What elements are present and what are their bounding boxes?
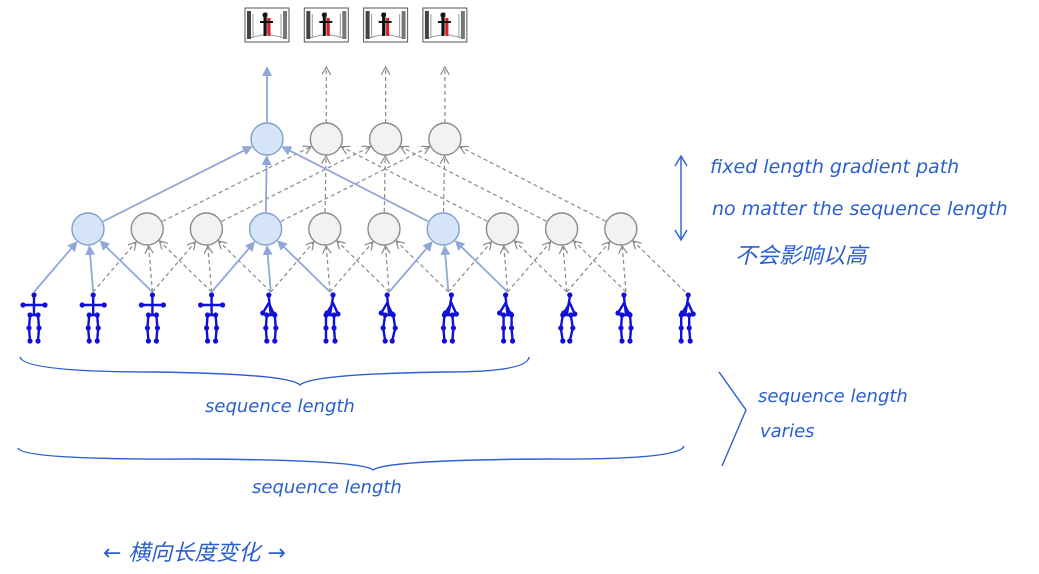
pose-figure xyxy=(558,292,578,344)
short-sequence-brace xyxy=(19,356,530,386)
output-frame xyxy=(422,7,468,43)
dashed-arrow-pose-to-l1 xyxy=(326,247,330,293)
input-pose-sequence xyxy=(20,292,696,344)
solid-arrow-pose-to-l1 xyxy=(85,244,96,293)
dashed-arrow-l1-to-l2 xyxy=(221,147,370,222)
bottom-note: ← 横向长度变化 → xyxy=(103,541,286,566)
layer1-node xyxy=(71,212,105,246)
nodes xyxy=(71,122,638,246)
pose-figure xyxy=(138,292,166,344)
dashed-arrow-pose-to-l1 xyxy=(504,247,508,293)
dashed-arrow-l1-to-l2 xyxy=(461,147,606,222)
output-frame xyxy=(363,7,409,43)
fixed-path-text-1: fixed length gradient path xyxy=(710,156,959,178)
output-frames xyxy=(244,7,468,43)
dashed-arrow-pose-to-l1 xyxy=(622,247,626,293)
dashed-arrow-pose-to-l1 xyxy=(338,242,390,293)
double-arrow-head-up xyxy=(674,154,688,167)
annotation-group: fixed length gradient path no matter the… xyxy=(17,154,1008,566)
layer1-node xyxy=(248,212,283,246)
dashed-arrow-pose-to-l1 xyxy=(447,243,490,293)
solid-arrow-l1-to-l2 xyxy=(102,146,253,223)
dashed-arrow-pose-to-l1 xyxy=(515,242,568,293)
solid-arrow-pose-to-l1 xyxy=(440,244,451,293)
output-frame xyxy=(244,7,290,43)
pose-figure xyxy=(198,292,226,344)
dashed-arrow-pose-to-l1 xyxy=(151,243,194,293)
layer1-node xyxy=(367,212,401,246)
solid-arrow-pose-to-l1 xyxy=(210,241,256,293)
dashed-arrow-l1-to-l2 xyxy=(325,157,326,213)
layer2-node xyxy=(309,122,343,156)
pose-figure xyxy=(378,292,398,344)
double-arrow-head-down xyxy=(674,229,688,242)
dashed-arrow-pose-to-l1 xyxy=(385,247,389,293)
dashed-arrow-pose-to-l1 xyxy=(566,243,609,293)
layer1-node xyxy=(189,212,224,246)
pose-figure xyxy=(260,292,279,344)
solid-arrow-pose-to-l1 xyxy=(33,241,78,293)
output-frame xyxy=(303,7,349,43)
layer2-node xyxy=(428,122,462,156)
layer1-node xyxy=(604,212,638,246)
dashed-arrow-pose-to-l1 xyxy=(92,243,135,293)
pose-figure xyxy=(615,292,634,344)
long-sequence-brace xyxy=(17,445,685,471)
dashed-arrow-pose-to-l1 xyxy=(208,247,212,293)
dashed-arrow-pose-to-l1 xyxy=(634,242,686,293)
short-brace-label: sequence length xyxy=(205,396,355,417)
varies-text-2: varies xyxy=(760,421,815,442)
dashed-arrow-l1-to-l2 xyxy=(402,147,547,222)
dashed-arrow-l1-to-l2 xyxy=(342,147,488,222)
dashed-connections xyxy=(92,68,686,293)
dashed-arrow-pose-to-l1 xyxy=(219,242,272,293)
layer2-node xyxy=(250,122,284,156)
dashed-arrow-pose-to-l1 xyxy=(160,242,213,293)
layer1-node xyxy=(130,212,164,246)
layer2-node xyxy=(368,122,403,156)
chinese-note: 不会影响以高 xyxy=(735,244,870,269)
solid-arrow-pose-to-l1 xyxy=(99,240,154,293)
solid-arrow-pose-to-l1 xyxy=(454,240,509,293)
pose-figure xyxy=(678,292,696,344)
pose-figure xyxy=(323,292,341,344)
pose-figure xyxy=(440,292,459,344)
fixed-path-text-2: no matter the sequence length xyxy=(712,198,1008,220)
layer1-node xyxy=(485,212,520,246)
dashed-arrow-pose-to-l1 xyxy=(507,243,550,293)
dashed-arrow-l1-to-l2 xyxy=(384,157,385,213)
varies-text-1: sequence length xyxy=(758,386,908,407)
long-brace-label: sequence length xyxy=(252,477,402,498)
dashed-arrow-pose-to-l1 xyxy=(563,247,567,293)
dashed-arrow-l1-to-l2 xyxy=(162,147,310,222)
pose-figure xyxy=(79,292,107,344)
dashed-arrow-pose-to-l1 xyxy=(574,242,627,293)
dashed-arrow-pose-to-l1 xyxy=(270,243,313,293)
dashed-arrow-pose-to-l1 xyxy=(149,247,153,293)
layer1-node xyxy=(544,212,579,246)
layer1-node xyxy=(308,212,342,246)
pose-figure xyxy=(497,292,516,344)
dashed-arrow-pose-to-l1 xyxy=(397,242,449,293)
pose-figure xyxy=(20,292,48,344)
solid-arrow-pose-to-l1 xyxy=(277,240,331,293)
layer1-node xyxy=(426,212,460,246)
varies-chevron xyxy=(718,371,747,467)
dashed-arrow-l1-to-l2 xyxy=(444,157,445,213)
highlighted-gradient-path xyxy=(33,66,509,293)
solid-arrow-pose-to-l1 xyxy=(262,244,273,293)
solid-arrow-pose-to-l1 xyxy=(388,241,433,293)
solid-arrow-l1-to-l2 xyxy=(261,154,272,213)
solid-arrow-l1-to-l2 xyxy=(281,146,429,223)
dashed-arrow-pose-to-l1 xyxy=(329,243,372,293)
